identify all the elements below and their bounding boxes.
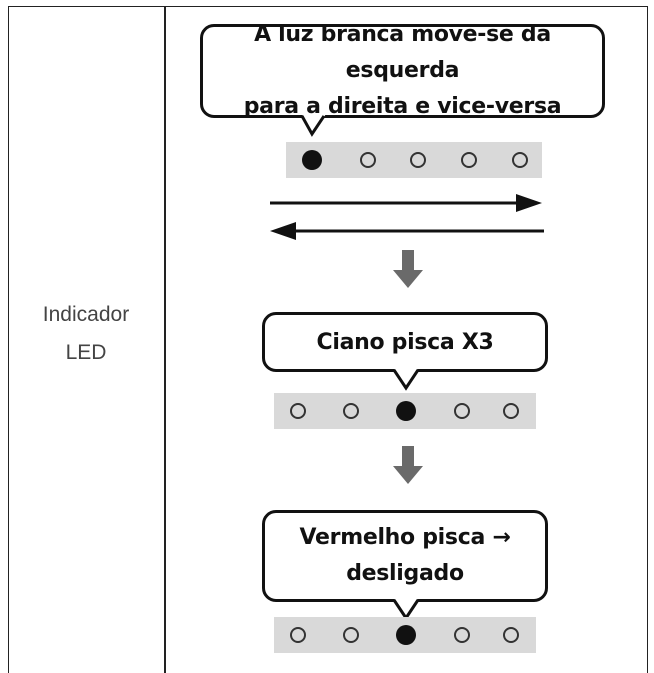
row-label-line-1: Indicador bbox=[42, 303, 130, 326]
led-light-2-1 bbox=[290, 403, 306, 419]
arrow-right-icon bbox=[270, 194, 542, 212]
led-light-1-3 bbox=[410, 152, 426, 168]
led-light-2-5 bbox=[503, 403, 519, 419]
led-light-3-1 bbox=[290, 627, 306, 643]
column-divider bbox=[164, 6, 166, 673]
led-light-1-2 bbox=[360, 152, 376, 168]
led-light-3-2 bbox=[343, 627, 359, 643]
callout-white-light: A luz branca move-se da esquerda para a … bbox=[200, 22, 605, 119]
arrow-down-icon bbox=[393, 250, 423, 288]
callout-line-2: para a direita e vice-versa bbox=[243, 94, 562, 119]
led-light-2-2 bbox=[343, 403, 359, 419]
row-label: Indicador LED bbox=[10, 296, 162, 372]
callout-line-1: A luz branca move-se da esquerda bbox=[254, 22, 551, 83]
callout-text: Ciano pisca X3 bbox=[316, 329, 494, 355]
callout-line-1: Vermelho pisca → bbox=[299, 525, 511, 550]
arrow-left-icon bbox=[270, 222, 544, 240]
arrow-down-icon bbox=[393, 446, 423, 484]
led-light-1-1 bbox=[302, 150, 322, 170]
callout-red-blink: Vermelho pisca → desligado bbox=[262, 510, 548, 602]
led-light-2-4 bbox=[454, 403, 470, 419]
table-frame bbox=[8, 6, 648, 673]
led-light-3-5 bbox=[503, 627, 519, 643]
callout-cyan-blink: Ciano pisca X3 bbox=[262, 312, 548, 372]
led-light-2-3 bbox=[396, 401, 416, 421]
led-light-3-4 bbox=[454, 627, 470, 643]
led-light-3-3 bbox=[396, 625, 416, 645]
row-label-line-2: LED bbox=[65, 341, 107, 364]
callout-tail-1 bbox=[300, 114, 326, 137]
led-light-1-5 bbox=[512, 152, 528, 168]
led-light-1-4 bbox=[461, 152, 477, 168]
callout-line-2: desligado bbox=[346, 561, 464, 586]
callout-tail-2 bbox=[392, 368, 420, 391]
